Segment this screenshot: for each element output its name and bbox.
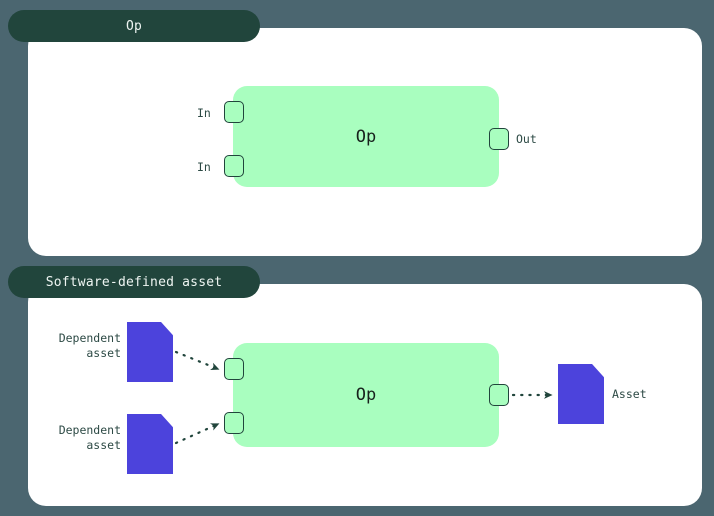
port-in-1-label: In [197,106,211,120]
port-out-2[interactable] [489,384,509,406]
port-in-3[interactable] [224,358,244,380]
op-node-2-label: Op [355,385,377,405]
group-op-tab[interactable]: Op [8,10,260,42]
dependent-asset-1-label: Dependent asset [58,331,121,360]
op-node-2[interactable]: Op [233,343,499,447]
port-out-1-label: Out [516,132,537,146]
group-software-defined-asset-tab[interactable]: Software-defined asset [8,266,260,298]
op-node-1-label: Op [355,126,377,147]
dependent-asset-2-label: Dependent asset [58,423,121,452]
port-in-2[interactable] [224,155,244,177]
asset-document-icon[interactable] [127,414,173,474]
group-op: Op [0,10,714,256]
op-node-1[interactable]: Op [233,86,499,187]
port-in-1[interactable] [224,101,244,123]
port-in-4[interactable] [224,412,244,434]
asset-document-icon[interactable] [558,364,604,424]
asset-label: Asset [612,387,647,401]
port-out-1[interactable] [489,128,509,150]
port-in-2-label: In [197,160,211,174]
asset-document-icon[interactable] [127,322,173,382]
